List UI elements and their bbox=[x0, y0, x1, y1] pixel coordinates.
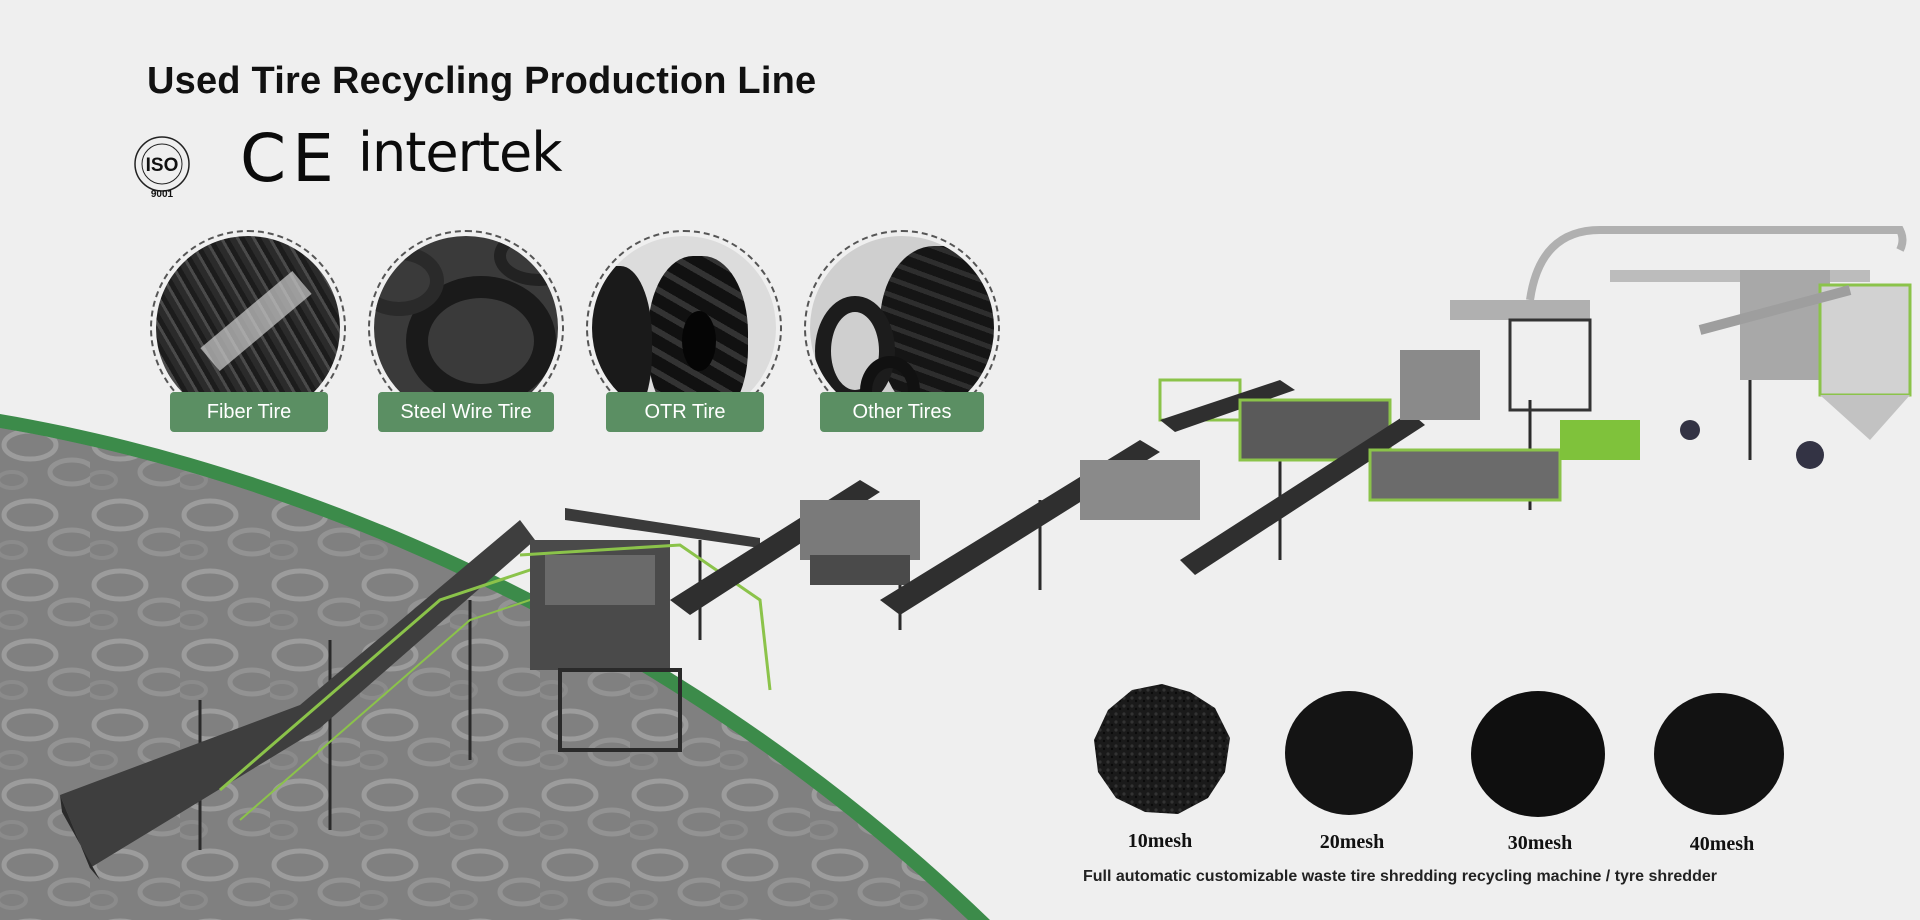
page-title: Used Tire Recycling Production Line bbox=[147, 60, 817, 102]
mesh-sample-40-icon bbox=[1654, 693, 1784, 815]
mesh-sample-20-icon bbox=[1285, 691, 1413, 815]
iso-number: 9001 bbox=[150, 189, 174, 200]
mesh-label-40: 40mesh bbox=[1689, 833, 1755, 855]
mesh-label-10: 10mesh bbox=[1127, 830, 1193, 852]
fiber-tire-photo-icon bbox=[150, 230, 346, 426]
tire-type-fiber bbox=[150, 230, 346, 426]
steel-wire-tire-label: Steel Wire Tire bbox=[378, 392, 554, 432]
other-tires-label: Other Tires bbox=[820, 392, 984, 432]
iso-logo-icon: ISO bbox=[134, 136, 190, 192]
tire-type-steel-wire bbox=[368, 230, 564, 426]
other-tires-photo-icon bbox=[804, 230, 1000, 426]
mesh-label-20: 20mesh bbox=[1319, 831, 1385, 853]
otr-tire-label: OTR Tire bbox=[606, 392, 764, 432]
intertek-logo: intertek bbox=[358, 121, 562, 184]
mesh-label-30: 30mesh bbox=[1507, 832, 1573, 854]
mesh-sample-10-icon bbox=[1094, 684, 1230, 814]
svg-text:ISO: ISO bbox=[146, 155, 179, 176]
machine-caption: Full automatic customizable waste tire s… bbox=[1083, 868, 1717, 885]
tire-type-other bbox=[804, 230, 1000, 426]
fiber-tire-label: Fiber Tire bbox=[170, 392, 328, 432]
mesh-sample-30-icon bbox=[1471, 691, 1605, 817]
ce-mark: CE bbox=[240, 120, 340, 197]
steel-wire-tire-photo-icon bbox=[368, 230, 564, 426]
